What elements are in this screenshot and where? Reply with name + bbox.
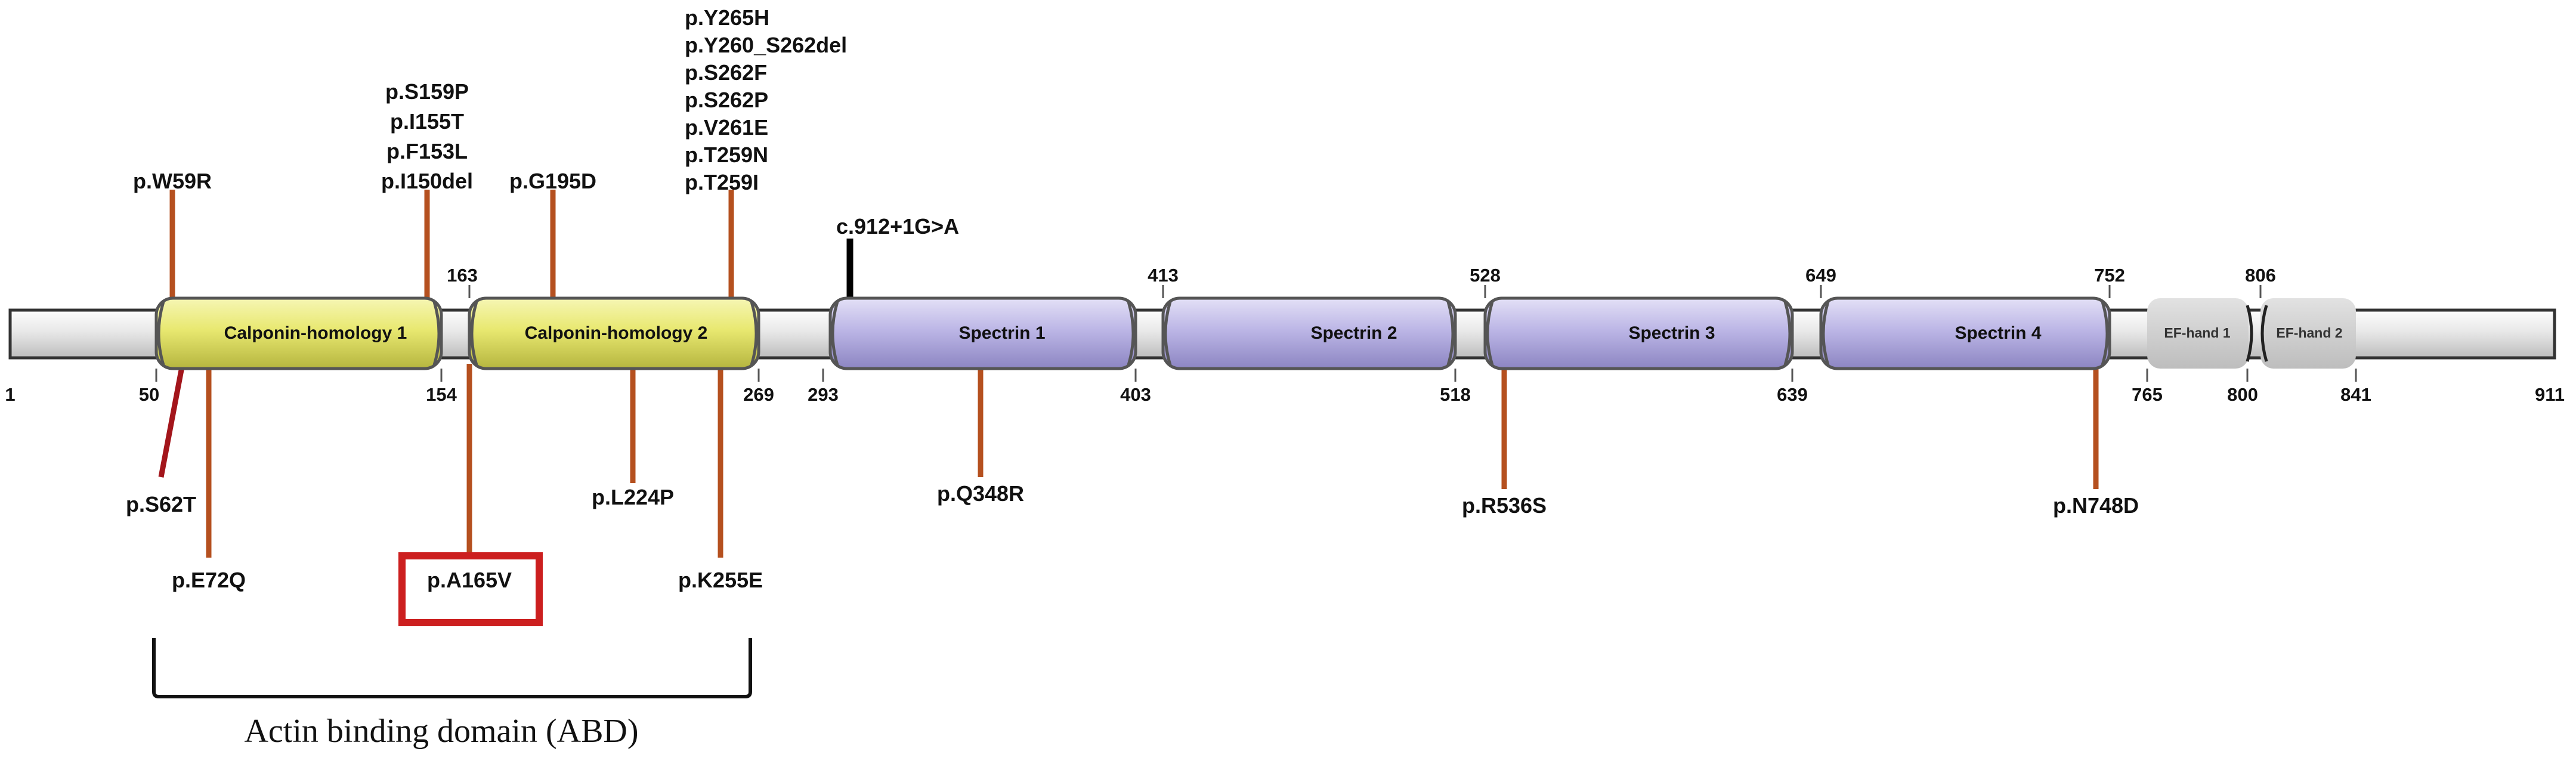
abd-label: Actin binding domain (ABD): [244, 713, 638, 750]
domain-label: Spectrin 2: [1310, 323, 1397, 343]
pos-label: 752: [2094, 265, 2125, 286]
domain-label: EF-hand 1: [2164, 325, 2230, 341]
pos-label: 1: [5, 384, 15, 405]
pos-label: 911: [2535, 384, 2565, 405]
stem-s62t: [158, 363, 185, 478]
pos-label: 806: [2245, 265, 2276, 286]
variant-label: p.S159P: [385, 79, 469, 104]
variant-label-splice: c.912+1G>A: [836, 214, 959, 239]
pos-label: 403: [1120, 384, 1151, 405]
position-ticks: [155, 285, 2357, 382]
pos-label: 293: [808, 384, 839, 405]
domain-ch2: Calponin-homology 2: [468, 296, 760, 370]
variant-label: p.K255E: [678, 568, 763, 592]
variant-labels-above: p.W59R p.S159P p.I155T p.F153L p.I150del…: [133, 5, 959, 239]
variant-label: p.N748D: [2053, 493, 2139, 518]
domain-ch1: Calponin-homology 1: [154, 296, 443, 370]
domain-label: Spectrin 4: [1955, 323, 2041, 343]
pos-label: 154: [426, 384, 457, 405]
domain-spectrin-3: Spectrin 3: [1483, 296, 1794, 370]
variant-label: p.T259I: [685, 170, 759, 194]
pos-label: 163: [447, 265, 478, 286]
domain-spectrin-1: Spectrin 1: [828, 296, 1137, 370]
pos-label: 649: [1805, 265, 1836, 286]
domain-ef-hand-2: EF-hand 2: [2260, 298, 2356, 369]
variant-label: p.T259N: [685, 143, 768, 167]
variant-label: p.W59R: [133, 169, 212, 193]
variant-label: p.S262F: [685, 60, 767, 85]
variant-label: p.G195D: [509, 169, 596, 193]
variant-label: p.Y265H: [685, 5, 769, 30]
variant-label: p.F153L: [386, 139, 468, 163]
domain-label: EF-hand 2: [2276, 325, 2342, 341]
pos-label: 841: [2340, 384, 2371, 405]
variant-stems: [158, 190, 2099, 558]
variant-label: p.R536S: [1462, 493, 1547, 518]
pos-label: 50: [139, 384, 159, 405]
domain-label: Calponin-homology 1: [224, 323, 407, 343]
domain-label: Spectrin 3: [1628, 323, 1715, 343]
variant-label-highlighted: p.A165V: [427, 568, 512, 592]
pos-label: 800: [2227, 384, 2258, 405]
pos-label: 765: [2132, 384, 2163, 405]
pos-label: 269: [743, 384, 774, 405]
variant-label: p.E72Q: [172, 568, 246, 592]
variant-label: p.V261E: [685, 115, 768, 140]
variant-label: p.Y260_S262del: [685, 33, 847, 57]
pos-label: 639: [1777, 384, 1808, 405]
variant-label: p.S62T: [126, 492, 196, 516]
domain-spectrin-4: Spectrin 4: [1819, 296, 2111, 370]
position-labels: 1 50 154 163 269 293 403 413 518 528 639…: [5, 265, 2565, 405]
domain-spectrin-2: Spectrin 2: [1161, 296, 1457, 370]
variant-label: p.I150del: [381, 169, 473, 193]
domain-label: Spectrin 1: [958, 323, 1045, 343]
variant-label: p.I155T: [390, 109, 464, 134]
variant-label: p.L224P: [592, 485, 674, 509]
pos-label: 528: [1470, 265, 1501, 286]
abd-bracket: [152, 638, 752, 698]
domains: Calponin-homology 1 Calponin-homology 2 …: [154, 296, 2356, 370]
variant-label: p.Q348R: [937, 481, 1024, 506]
pos-label: 518: [1440, 384, 1471, 405]
pos-label: 413: [1148, 265, 1179, 286]
domain-label: Calponin-homology 2: [525, 323, 708, 343]
variant-labels-below: p.S62T p.E72Q p.A165V p.L224P p.K255E p.…: [126, 481, 2139, 592]
domain-ef-hand-1: EF-hand 1: [2147, 298, 2253, 369]
highlight-box: [398, 552, 543, 626]
variant-label: p.S262P: [685, 88, 768, 112]
